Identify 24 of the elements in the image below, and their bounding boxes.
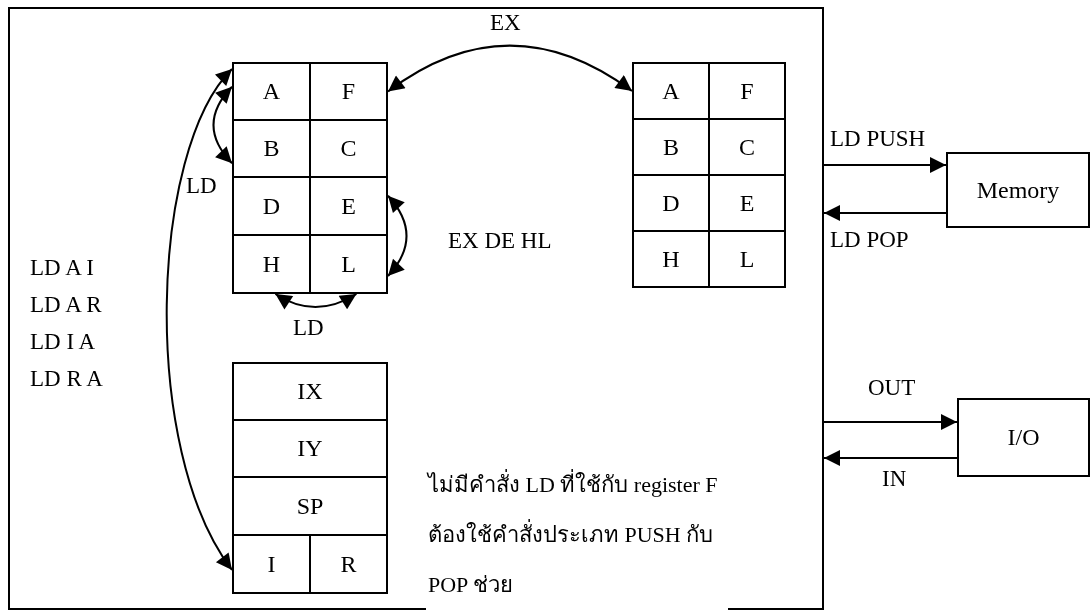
register-cell: F <box>708 62 786 120</box>
register-cell: L <box>309 234 388 294</box>
register-cell: IY <box>232 419 388 478</box>
register-cell: IX <box>232 362 388 421</box>
arrow <box>387 194 408 277</box>
device-box: I/O <box>957 398 1090 477</box>
arrow <box>387 44 633 93</box>
register-cell: H <box>232 234 311 294</box>
register-cell: F <box>309 62 388 121</box>
register-cell: SP <box>232 476 388 536</box>
register-cell: H <box>632 230 710 288</box>
register-cell: R <box>309 534 388 594</box>
arrow <box>823 414 958 430</box>
register-cell: A <box>632 62 710 120</box>
arrow <box>274 293 358 310</box>
register-cell: A <box>232 62 311 121</box>
register-cell: I <box>232 534 311 594</box>
arrow <box>823 157 947 173</box>
arrow <box>212 85 233 165</box>
arrow <box>165 68 233 571</box>
device-box: Memory <box>946 152 1090 228</box>
arrow <box>823 205 947 221</box>
register-cell: L <box>708 230 786 288</box>
arrow <box>823 450 958 466</box>
